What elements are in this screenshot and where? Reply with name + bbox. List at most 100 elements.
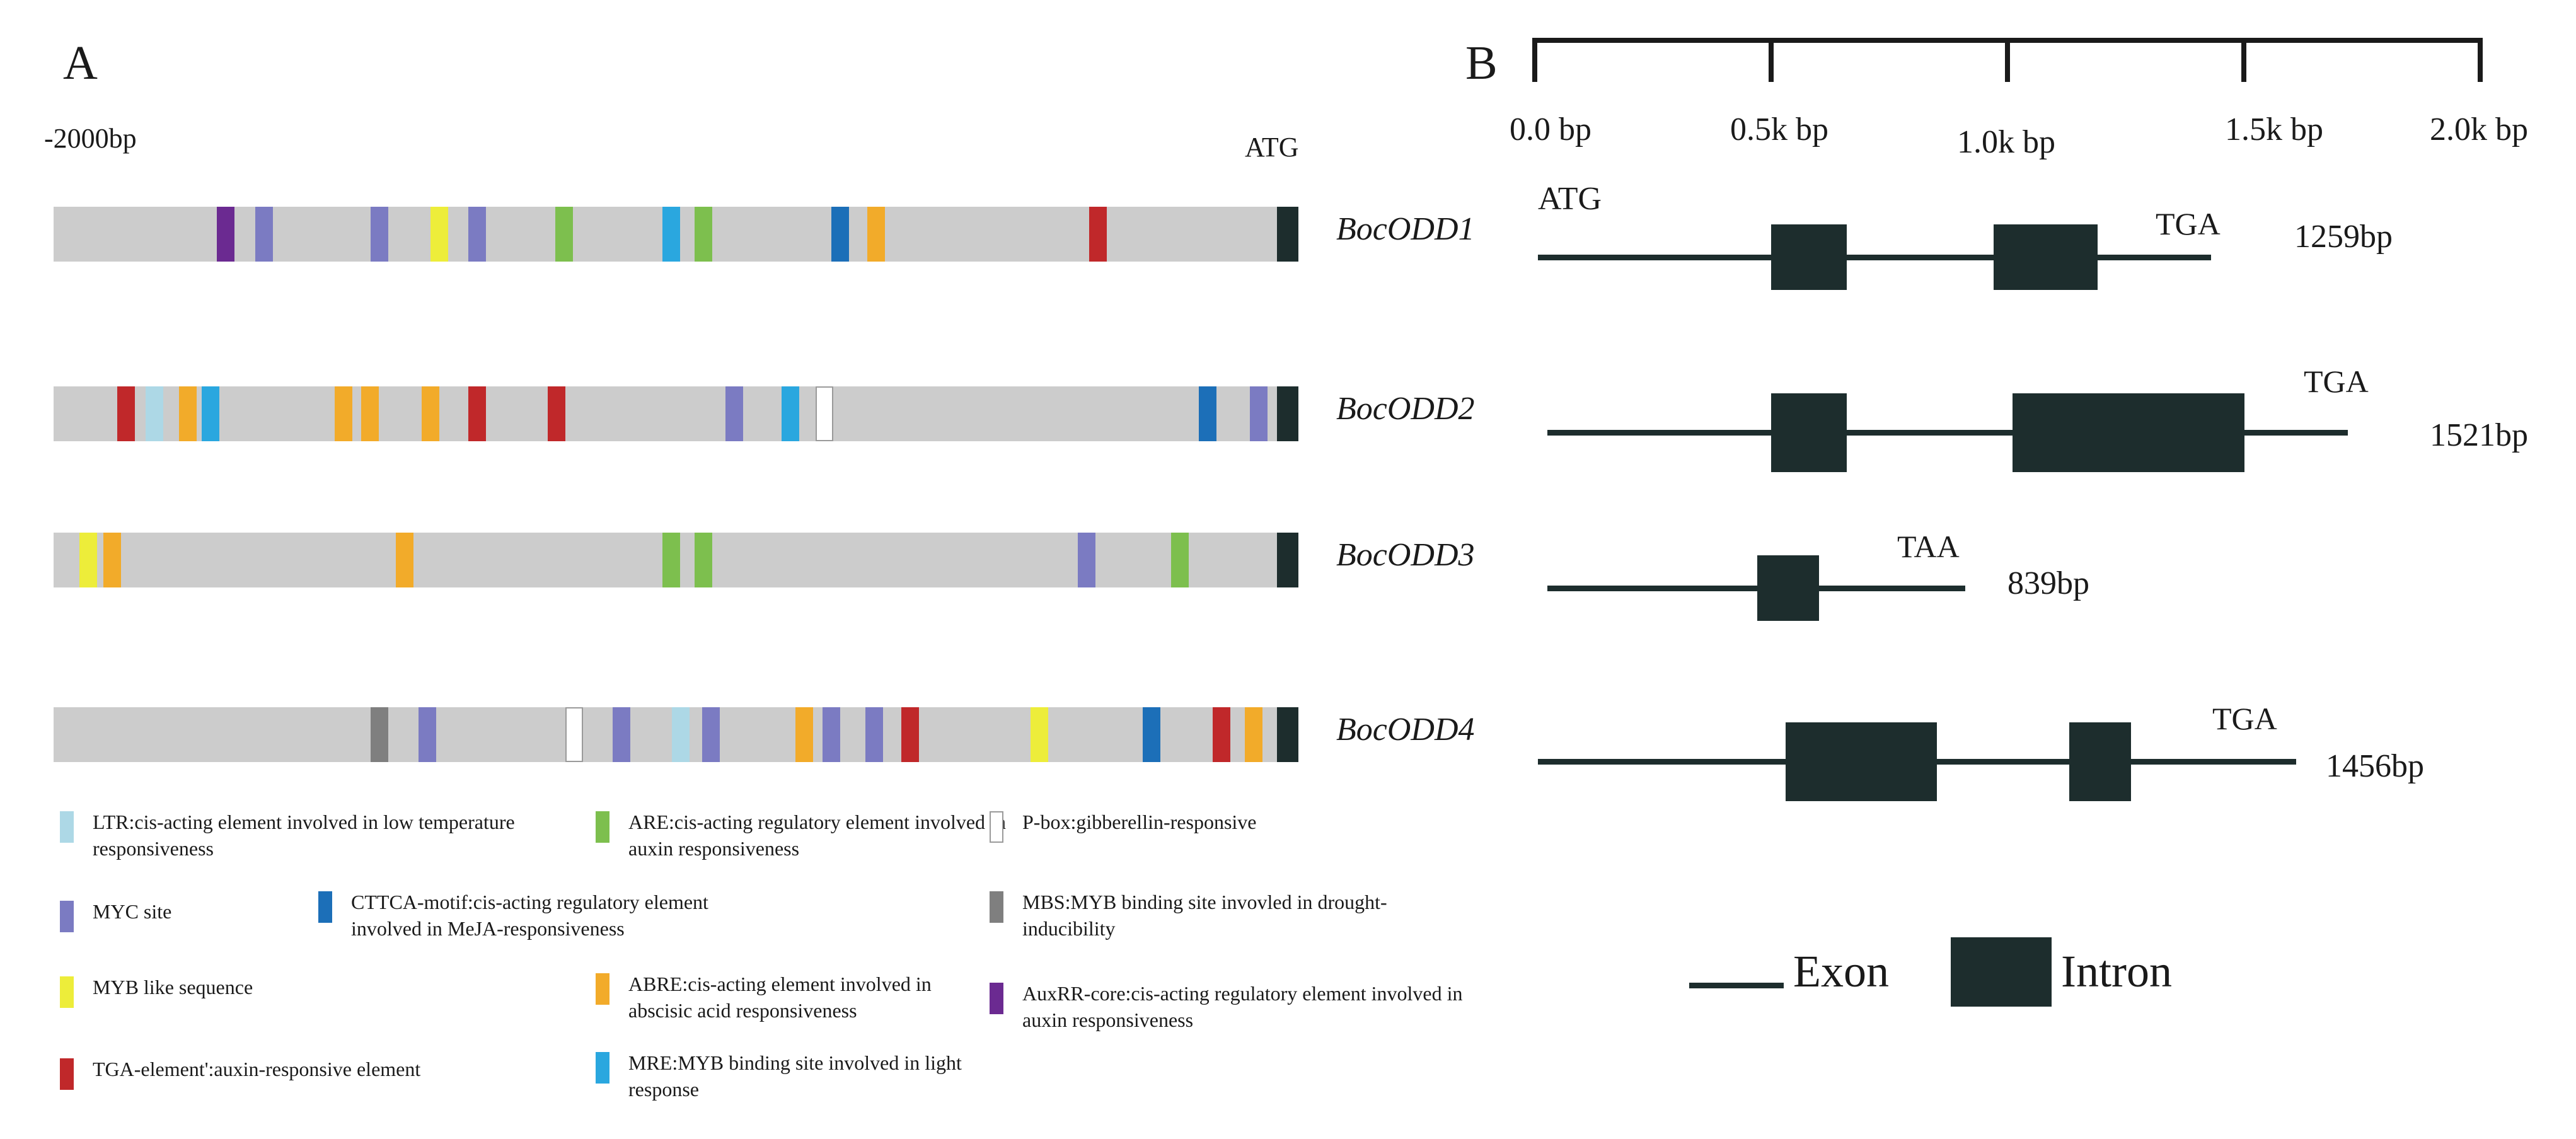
legend-swatch	[60, 901, 74, 932]
scale-tick-label: 2.0k bp	[2430, 112, 2528, 147]
gene-length-label: 1456bp	[2326, 748, 2424, 784]
structure-block	[1771, 393, 1847, 472]
motif-abre	[179, 386, 197, 441]
gene-line-BocODD1	[1538, 255, 2211, 260]
scale-tick	[1769, 38, 1774, 82]
motif-tga	[117, 386, 135, 441]
intron-key-box	[1951, 937, 2052, 1007]
scale-tick	[2478, 38, 2483, 82]
gene-length-label: 1259bp	[2294, 219, 2393, 255]
motif-abre	[422, 386, 439, 441]
motif-are	[695, 533, 712, 587]
atg-marker	[1277, 707, 1298, 762]
legend-swatch	[990, 983, 1003, 1014]
legend-label: ARE:cis-acting regulatory element involv…	[628, 811, 1006, 860]
legend-label: AuxRR-core:cis-acting regulatory element…	[1022, 982, 1463, 1031]
motif-myc	[702, 707, 720, 762]
stop-codon-label: TGA	[2304, 364, 2369, 399]
motif-myc	[613, 707, 630, 762]
upstream-label: -2000bp	[44, 123, 137, 154]
motif-mbs	[371, 707, 388, 762]
atg-label: ATG	[1245, 132, 1299, 163]
stop-codon-label: TAA	[1897, 529, 1960, 564]
promoter-track-BocODD4	[54, 707, 1298, 762]
motif-myc	[865, 707, 883, 762]
structure-block	[1994, 224, 2098, 290]
motif-myb_like	[1031, 707, 1048, 762]
stop-codon-label: TGA	[2212, 701, 2277, 736]
motif-abre	[867, 207, 885, 262]
motif-myc	[823, 707, 840, 762]
motif-tga	[468, 386, 486, 441]
motif-abre	[396, 533, 413, 587]
motif-cttca	[831, 207, 849, 262]
legend-label: MBS:MYB binding site invovled in drought…	[1022, 891, 1387, 940]
atg-marker	[1277, 386, 1298, 441]
legend-swatch	[990, 811, 1003, 843]
legend-swatch	[596, 811, 609, 843]
scale-tick-label: 0.5k bp	[1730, 112, 1828, 147]
gene-name-BocODD4: BocODD4	[1336, 712, 1475, 748]
legend-swatch	[60, 976, 74, 1008]
motif-mre	[662, 207, 680, 262]
gene-name-BocODD2: BocODD2	[1336, 391, 1475, 427]
gene-name-BocODD3: BocODD3	[1336, 537, 1475, 573]
exon-key-line	[1689, 983, 1784, 988]
legend-swatch	[60, 1058, 74, 1090]
motif-cttca	[1143, 707, 1160, 762]
motif-myc	[371, 207, 388, 262]
motif-myb_like	[79, 533, 97, 587]
scale-tick	[1532, 38, 1537, 82]
motif-abre	[335, 386, 352, 441]
gene-length-label: 839bp	[2007, 565, 2089, 601]
gene-name-BocODD1: BocODD1	[1336, 211, 1475, 247]
motif-myc	[1250, 386, 1268, 441]
motif-myc	[725, 386, 743, 441]
motif-pbox	[565, 707, 583, 762]
scale-tick-label: 1.0k bp	[1957, 124, 2055, 160]
motif-myc	[255, 207, 273, 262]
legend-label: P-box:gibberellin-responsive	[1022, 811, 1257, 833]
legend-swatch	[60, 811, 74, 843]
stop-codon-label: TGA	[2156, 206, 2221, 241]
panel-a-letter: A	[63, 37, 98, 90]
motif-myb_like	[430, 207, 448, 262]
motif-abre	[361, 386, 379, 441]
motif-are	[695, 207, 712, 262]
scale-tick	[2241, 38, 2246, 82]
legend-swatch	[318, 891, 332, 923]
motif-cttca	[1199, 386, 1216, 441]
gene-line-BocODD2	[1547, 430, 2348, 436]
motif-auxrr	[217, 207, 234, 262]
exon-key-label: Exon	[1793, 946, 1889, 997]
legend-label: MRE:MYB binding site involved in light r…	[628, 1051, 962, 1101]
motif-are	[662, 533, 680, 587]
gene-length-label: 1521bp	[2430, 417, 2528, 453]
legend-label: LTR:cis-acting element involved in low t…	[93, 811, 515, 860]
motif-abre	[1245, 707, 1262, 762]
motif-pbox	[816, 386, 833, 441]
legend-swatch	[990, 891, 1003, 923]
gene-atg-label: ATG	[1538, 181, 1602, 217]
structure-block	[1757, 555, 1819, 621]
motif-myc	[419, 707, 436, 762]
motif-myc	[1078, 533, 1095, 587]
motif-ltr	[672, 707, 690, 762]
motif-abre	[103, 533, 121, 587]
structure-block	[1771, 224, 1847, 290]
motif-tga	[548, 386, 565, 441]
atg-marker	[1277, 533, 1298, 587]
structure-block	[1786, 722, 1937, 801]
gene-line-BocODD3	[1547, 586, 1965, 591]
legend-swatch	[596, 1052, 609, 1084]
legend-label: CTTCA-motif:cis-acting regulatory elemen…	[351, 891, 708, 940]
motif-abre	[795, 707, 813, 762]
scale-tick	[2005, 38, 2010, 82]
legend-swatch	[596, 973, 609, 1005]
motif-are	[1171, 533, 1189, 587]
motif-ltr	[146, 386, 163, 441]
motif-myc	[468, 207, 486, 262]
motif-tga	[1089, 207, 1107, 262]
promoter-track-BocODD2	[54, 386, 1298, 441]
panel-b-letter: B	[1465, 37, 1498, 90]
